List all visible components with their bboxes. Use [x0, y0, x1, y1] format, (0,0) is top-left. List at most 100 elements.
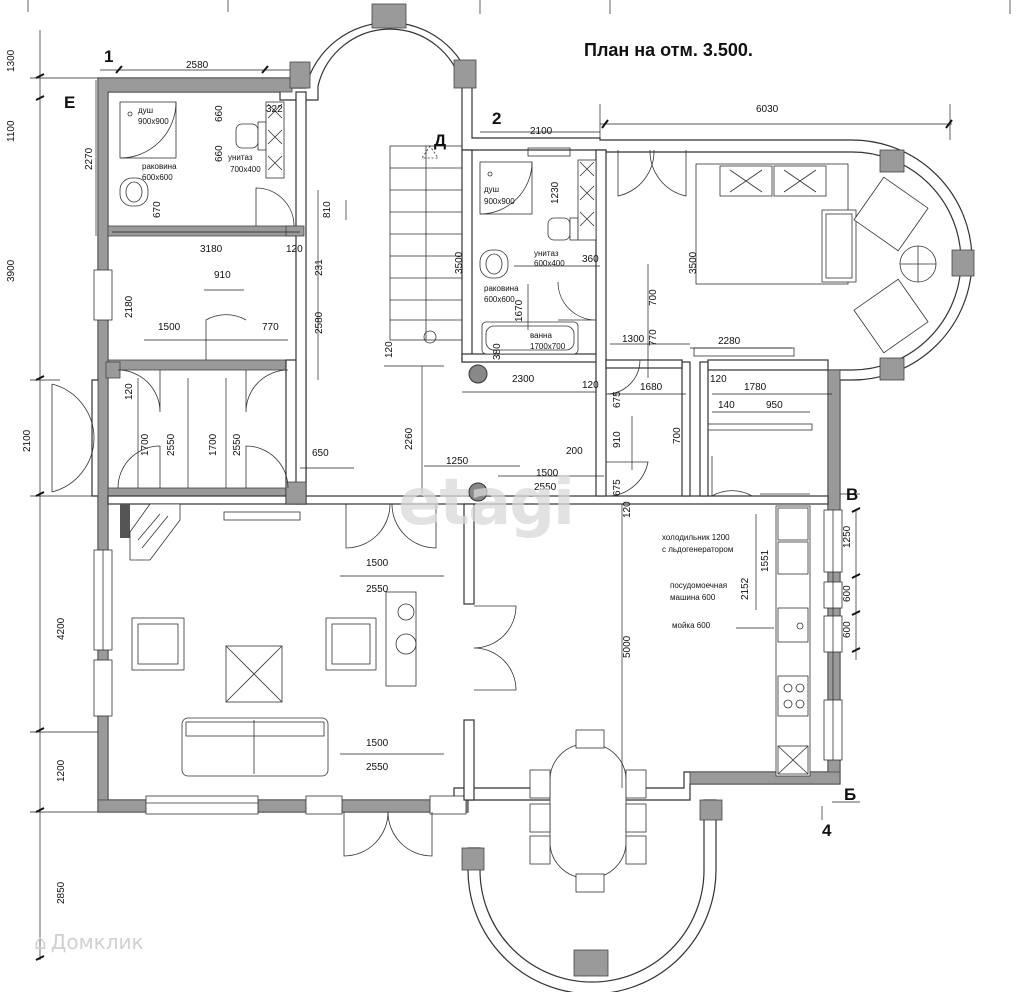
- dim-1500c: 1500: [366, 558, 389, 569]
- axis-label-v: В: [846, 485, 858, 504]
- dim-2152: 2152: [740, 577, 751, 600]
- axis-label-e: Е: [64, 93, 75, 112]
- sink2-label: раковина: [484, 284, 519, 293]
- sink1-size: 600х600: [142, 173, 173, 182]
- dim-910b: 910: [612, 431, 623, 448]
- dim-2270: 2270: [84, 147, 95, 170]
- furniture: [120, 163, 937, 893]
- dim-810: 810: [322, 201, 333, 218]
- dim-3500a: 3500: [454, 251, 465, 274]
- dim-1700a: 1700: [140, 433, 151, 456]
- dim-1300-left: 1300: [6, 49, 17, 72]
- dim-675b: 675: [612, 479, 623, 496]
- dim-910: 910: [214, 270, 231, 281]
- dim-1200: 1200: [56, 759, 67, 782]
- dim-3900: 3900: [6, 259, 17, 282]
- sanitary: [119, 101, 597, 355]
- dim-120a: 120: [286, 244, 303, 255]
- dishwasher-label-2: машина 600: [670, 593, 716, 602]
- axis-label-4: 4: [822, 821, 832, 840]
- dim-1300: 1300: [622, 334, 645, 345]
- shower2-label: душ: [484, 185, 499, 194]
- toilet1-label: унитаз: [228, 153, 253, 162]
- sink2-size: 600х600: [484, 295, 515, 304]
- dim-2580: 2580: [186, 60, 209, 71]
- dim-1680: 1680: [640, 382, 663, 393]
- dim-2850: 2850: [56, 881, 67, 904]
- dim-2100: 2100: [530, 126, 553, 137]
- dim-120d: 120: [582, 380, 599, 391]
- dim-1100: 1100: [6, 120, 17, 142]
- brand-logo-text: Домклик: [50, 930, 144, 954]
- bath-size: 1700х700: [530, 342, 566, 351]
- shower1-label: душ: [138, 106, 153, 115]
- dim-2260: 2260: [404, 427, 415, 450]
- shower1-size: 900х900: [138, 117, 169, 126]
- dishwasher-label: посудомоечная: [670, 581, 727, 590]
- dim-140: 140: [718, 400, 735, 411]
- doors: [51, 149, 810, 857]
- dim-1250: 1250: [446, 456, 469, 467]
- dim-120e: 120: [622, 501, 633, 518]
- axis-label-b: Б: [844, 785, 856, 804]
- dim-3180: 3180: [200, 244, 223, 255]
- plan-title: План на отм. 3.500.: [584, 40, 753, 60]
- dim-1230: 1230: [550, 181, 561, 204]
- dim-1780: 1780: [744, 382, 767, 393]
- dim-1670: 1670: [514, 299, 525, 322]
- dim-2550c: 2550: [534, 482, 557, 493]
- dim-2280: 2280: [718, 336, 741, 347]
- dim-2550a: 2550: [166, 433, 177, 456]
- dim-5000: 5000: [622, 635, 633, 658]
- dim-2300: 2300: [512, 374, 535, 385]
- dim-2550b: 2550: [232, 433, 243, 456]
- labels: 1 Е 2 Д В Б 4 душ 900х900 унитаз 700х400…: [6, 47, 858, 904]
- dining-bay: [461, 799, 723, 992]
- dim-675a: 675: [612, 391, 623, 408]
- dim-1700b: 1700: [208, 433, 219, 456]
- dim-1500d: 1500: [366, 738, 389, 749]
- walls: [91, 3, 975, 815]
- dim-650: 650: [312, 448, 329, 459]
- dim-120c: 120: [384, 341, 395, 358]
- house-icon: ⌂: [34, 930, 47, 954]
- dim-670: 670: [152, 201, 163, 218]
- dim-950: 950: [766, 400, 783, 411]
- dim-2100-left: 2100: [22, 429, 33, 452]
- dim-770b: 770: [648, 329, 659, 346]
- dim-2550d: 2550: [366, 584, 389, 595]
- dim-3500b: 3500: [688, 251, 699, 274]
- dim-6030: 6030: [756, 104, 779, 115]
- dim-2580-v: 2580: [314, 311, 325, 334]
- axis-label-d: Д: [434, 131, 446, 150]
- dim-231: 231: [314, 259, 325, 276]
- shower2-size: 900х900: [484, 197, 515, 206]
- toilet2-label: унитаз: [534, 249, 559, 258]
- watermark: etagi: [398, 466, 575, 540]
- brand-logo: ⌂ Домклик: [34, 930, 144, 954]
- dim-1551: 1551: [760, 549, 771, 572]
- axis-label-2: 2: [492, 109, 501, 128]
- dim-380: 380: [492, 343, 503, 360]
- dim-2180: 2180: [124, 295, 135, 318]
- sink1-label: раковина: [142, 162, 177, 171]
- dim-2550e: 2550: [366, 762, 389, 773]
- dim-700a: 700: [648, 289, 659, 306]
- kitchen-sink-label: мойка 600: [672, 621, 711, 630]
- dim-770: 770: [262, 322, 279, 333]
- fridge-label: холодильник 1200: [662, 533, 730, 542]
- dim-360: 360: [582, 254, 599, 265]
- dim-120f: 120: [710, 374, 727, 385]
- dim-4200: 4200: [56, 617, 67, 640]
- dimension-lines: [27, 0, 1011, 961]
- interior-dimensions: [112, 190, 832, 788]
- partitions: [105, 91, 829, 801]
- staircase: [389, 145, 488, 502]
- dim-660a: 660: [214, 105, 225, 122]
- bath-label: ванна: [530, 331, 552, 340]
- axis-label-1: 1: [104, 47, 113, 66]
- fridge-label-2: с льдогенератором: [662, 545, 733, 554]
- dim-660b: 660: [214, 145, 225, 162]
- dim-1500: 1500: [158, 322, 181, 333]
